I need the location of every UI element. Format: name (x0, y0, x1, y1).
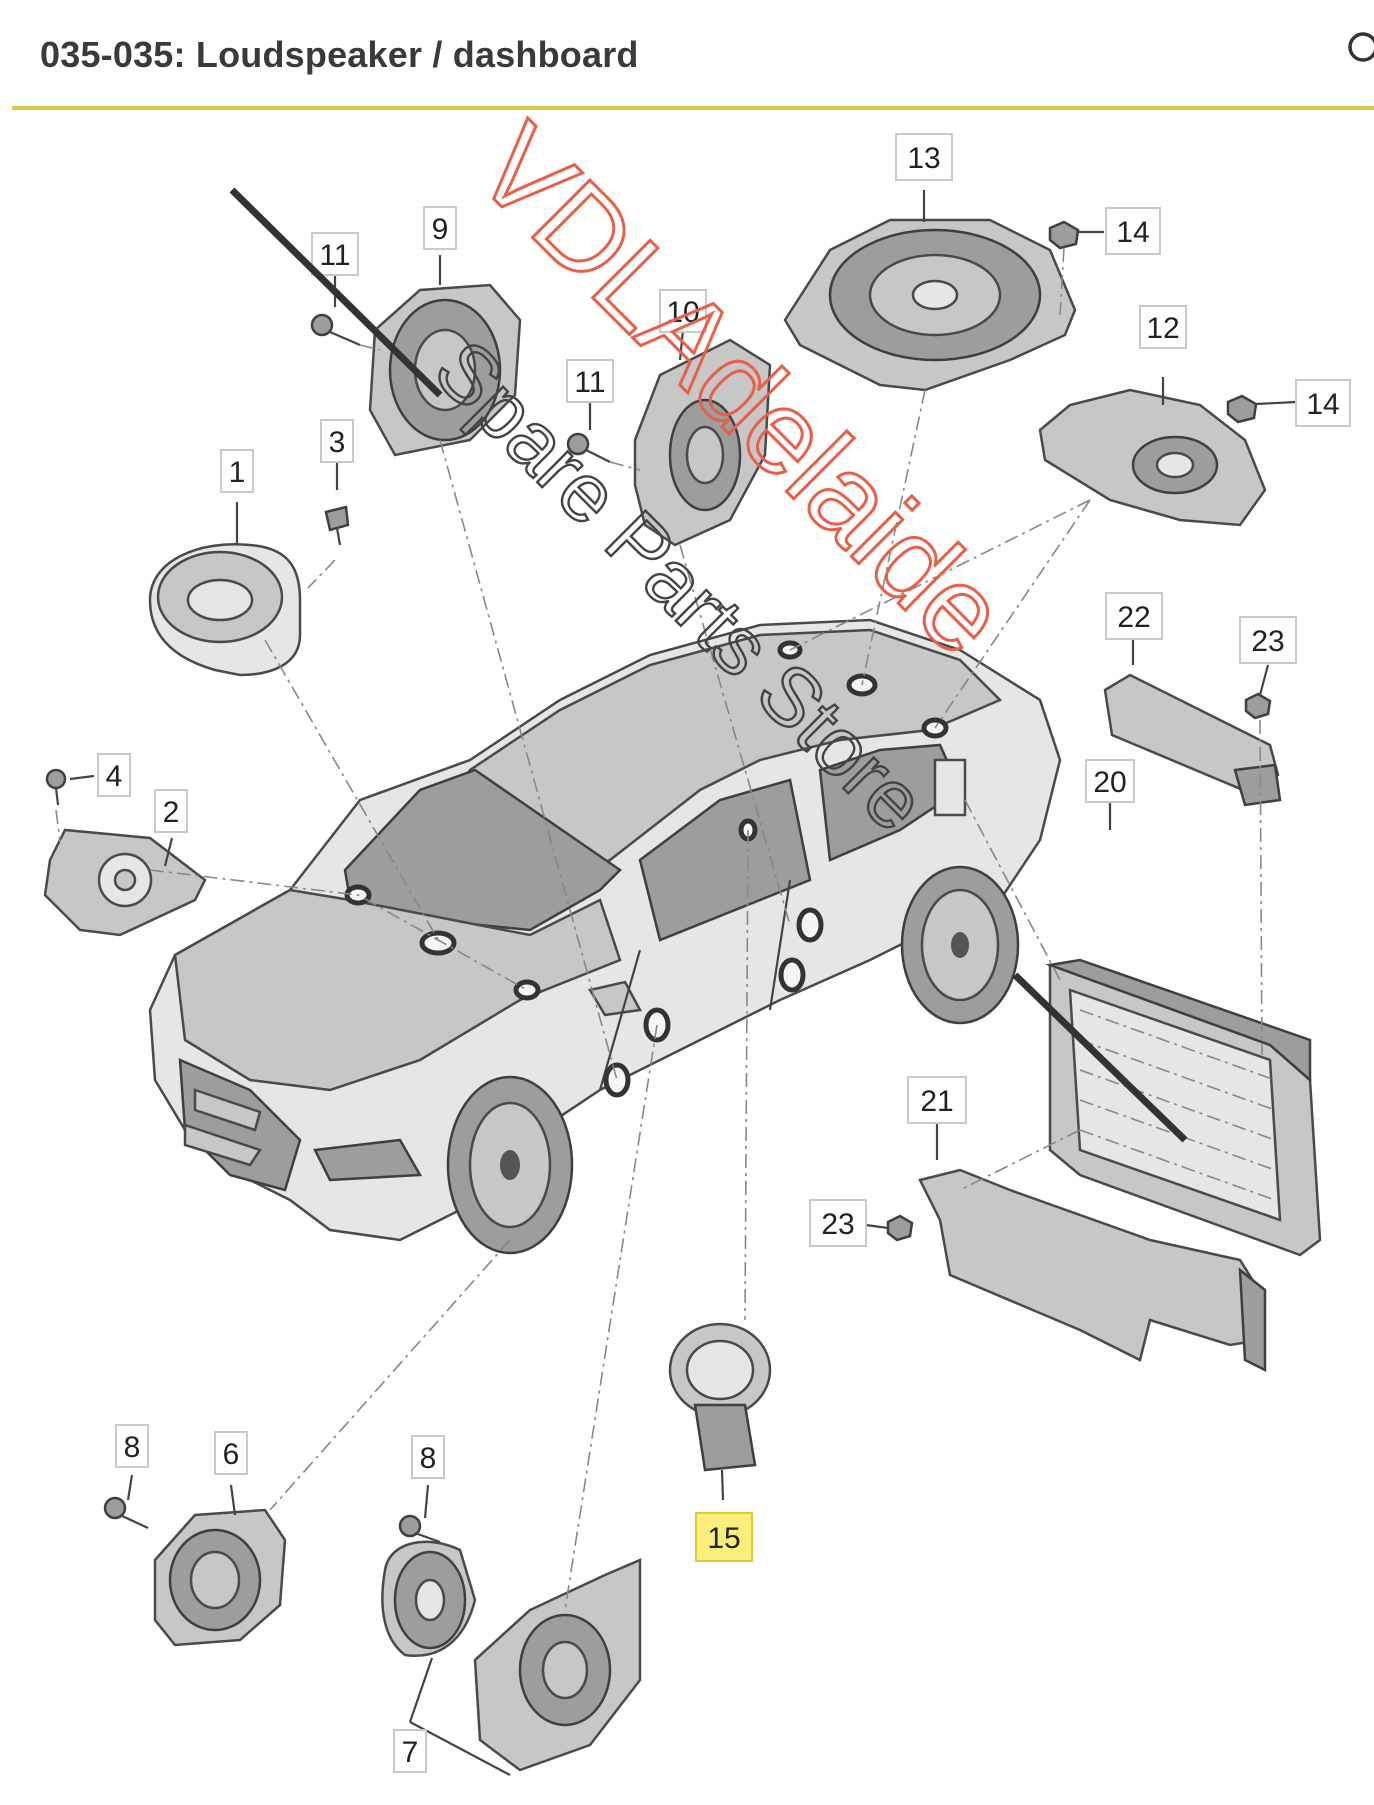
watermark-slash-right (1012, 972, 1188, 1143)
leader-lines (55, 190, 1297, 1776)
svg-text:14: 14 (1116, 216, 1149, 249)
part-20-amplifier[interactable] (1045, 958, 1322, 1257)
svg-text:13: 13 (907, 142, 940, 175)
callout-20[interactable]: 20 (1085, 759, 1135, 803)
svg-text:1: 1 (229, 456, 246, 489)
callout-8-left[interactable]: 8 (115, 1424, 149, 1468)
svg-text:11: 11 (319, 239, 350, 272)
part-3-screw[interactable] (324, 505, 350, 546)
part-7-speaker-set[interactable] (381, 1540, 642, 1772)
svg-text:14: 14 (1306, 388, 1339, 421)
title-divider (12, 106, 1374, 110)
callout-23-bottom[interactable]: 23 (809, 1199, 867, 1247)
part-12-speaker[interactable] (1038, 388, 1267, 527)
svg-text:10: 10 (666, 296, 699, 329)
part-6-speaker-housing[interactable] (153, 1508, 287, 1647)
callout-14-right[interactable]: 14 (1295, 379, 1351, 427)
callout-23-top[interactable]: 23 (1239, 616, 1297, 664)
callout-10[interactable]: 10 (659, 289, 707, 333)
callout-22[interactable]: 22 (1105, 592, 1163, 640)
part-23-nut[interactable] (886, 692, 1272, 1242)
svg-text:4: 4 (106, 760, 123, 793)
part-22-bracket[interactable] (1103, 673, 1282, 807)
callout-3[interactable]: 3 (320, 419, 354, 463)
callout-11-mid[interactable]: 11 (566, 359, 614, 403)
part-1-speaker[interactable] (148, 543, 302, 677)
svg-text:21: 21 (920, 1085, 953, 1118)
callout-1[interactable]: 1 (220, 449, 254, 493)
svg-text:23: 23 (1251, 625, 1284, 658)
page-title: 035-035: Loudspeaker / dashboard (40, 34, 639, 75)
svg-text:3: 3 (329, 426, 346, 459)
callout-2[interactable]: 2 (154, 789, 188, 833)
callout-6[interactable]: 6 (214, 1431, 248, 1475)
page-header: 035-035: Loudspeaker / dashboard (0, 0, 1374, 110)
callout-11-top[interactable]: 11 (311, 232, 359, 276)
callout-4[interactable]: 4 (97, 753, 131, 797)
svg-text:8: 8 (420, 1442, 437, 1475)
callout-13[interactable]: 13 (895, 133, 953, 181)
search-icon[interactable] (1343, 29, 1374, 69)
callout-12[interactable]: 12 (1139, 305, 1187, 349)
part-10-speaker-housing[interactable] (633, 338, 772, 547)
callout-9[interactable]: 9 (423, 206, 457, 250)
part-2-bracket[interactable] (43, 828, 207, 937)
part-4-screw[interactable] (45, 768, 67, 806)
part-13-subwoofer[interactable] (783, 218, 1077, 392)
watermark-slash-left (229, 187, 443, 398)
part-21-bracket[interactable] (918, 1168, 1267, 1373)
exploded-parts-diagram: 1 2 3 4 6 7 8 8 9 10 11 11 (0, 99, 1374, 1800)
callout-14-top[interactable]: 14 (1105, 207, 1161, 255)
callout-15[interactable]: 15 (695, 1512, 753, 1562)
callout-21[interactable]: 21 (907, 1076, 967, 1124)
svg-text:22: 22 (1117, 601, 1150, 634)
svg-text:7: 7 (402, 1736, 419, 1769)
svg-text:8: 8 (124, 1431, 141, 1464)
part-11-screw[interactable] (310, 313, 611, 463)
car-illustration (148, 618, 1062, 1255)
svg-text:12: 12 (1146, 312, 1179, 345)
svg-text:15: 15 (707, 1522, 740, 1555)
part-9-speaker[interactable] (368, 283, 522, 457)
svg-text:2: 2 (163, 796, 180, 829)
callout-8-right[interactable]: 8 (411, 1435, 445, 1479)
svg-text:11: 11 (574, 366, 605, 399)
svg-text:20: 20 (1093, 766, 1126, 799)
svg-text:6: 6 (223, 1438, 240, 1471)
svg-text:23: 23 (821, 1208, 854, 1241)
part-8-screw[interactable] (103, 1496, 441, 1544)
part-14-nut[interactable] (1048, 220, 1258, 424)
part-15-tweeter[interactable] (668, 1322, 772, 1472)
callout-7[interactable]: 7 (393, 1729, 427, 1773)
svg-text:9: 9 (432, 213, 449, 246)
diagram-canvas: 1 2 3 4 6 7 8 8 9 10 11 11 (43, 99, 1351, 1776)
